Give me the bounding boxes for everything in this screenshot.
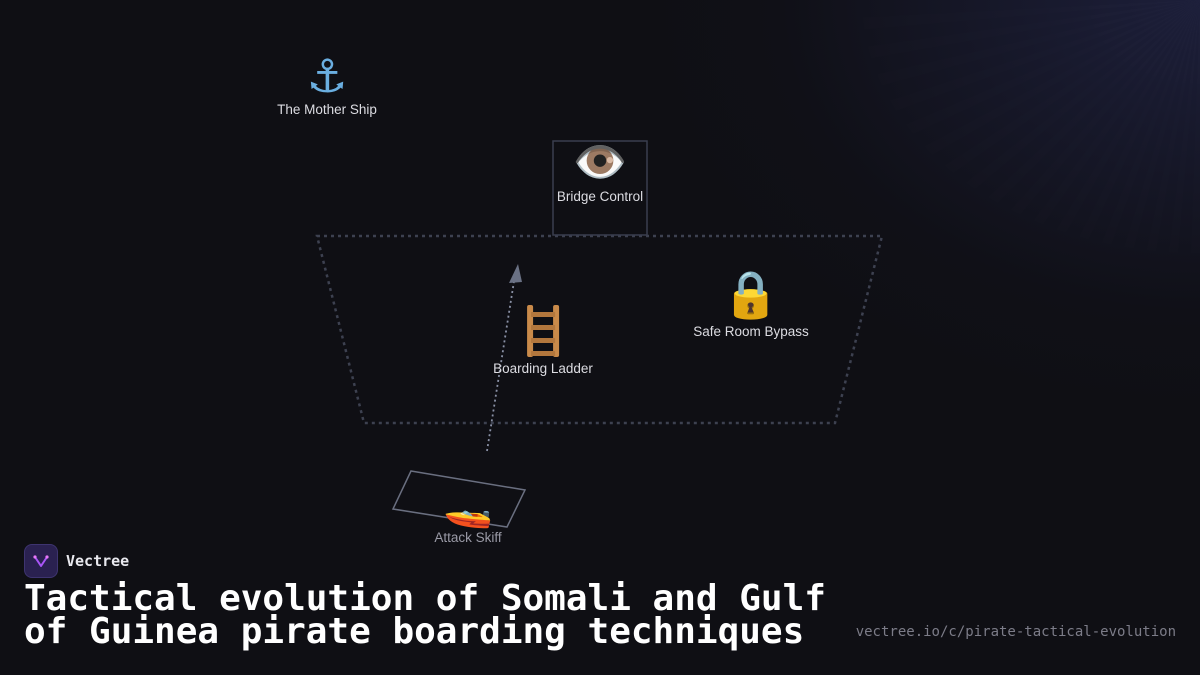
skiff-box (391, 470, 527, 528)
node-label: Attack Skiff (434, 530, 502, 545)
node-mother-ship[interactable]: ⚓ The Mother Ship (277, 50, 377, 117)
node-label: Safe Room Bypass (693, 324, 809, 339)
ladder-icon (493, 305, 593, 357)
node-label: Bridge Control (556, 189, 644, 204)
speedboat-icon: 🚤 (443, 484, 493, 530)
brand[interactable]: Vectree (24, 544, 129, 578)
node-label: The Mother Ship (277, 102, 377, 117)
bridge-box (552, 140, 648, 236)
lock-icon: 🔒 (722, 267, 780, 321)
source-url[interactable]: vectree.io/c/pirate-tactical-evolution (855, 624, 1176, 640)
node-label: Boarding Ladder (493, 361, 593, 376)
brand-name: Vectree (66, 552, 130, 570)
anchor-icon: ⚓ (306, 49, 348, 103)
eye-icon: 👁️ (572, 137, 628, 188)
node-bridge-control[interactable]: 👁️ Bridge Control (557, 137, 643, 204)
vectree-logo-icon (24, 544, 58, 578)
node-safe-room-bypass[interactable]: 🔒 Safe Room Bypass (693, 268, 809, 339)
arrow-head (509, 264, 522, 283)
ship-hull-outline (315, 234, 884, 425)
node-attack-skiff[interactable]: 🚤 Attack Skiff (434, 484, 501, 545)
page-title: Tactical evolution of Somali and Gulf of… (24, 578, 826, 652)
node-boarding-ladder[interactable]: Boarding Ladder (493, 305, 593, 376)
